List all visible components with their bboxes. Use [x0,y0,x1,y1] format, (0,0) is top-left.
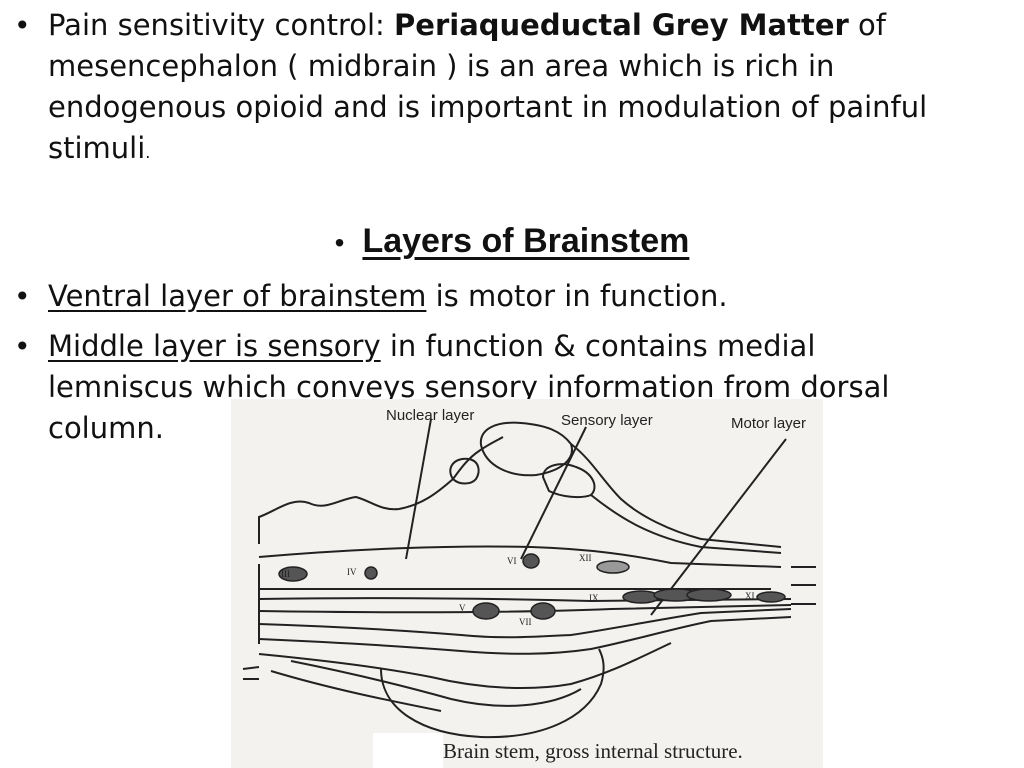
brainstem-diagram: III IV VI XII V VII IX XI Nuclear layer … [231,399,823,768]
nucleus [596,560,630,574]
figure-caption: Brain stem, gross internal structure. [443,739,743,763]
text: column. [48,411,164,445]
dorsal-outline [590,494,782,554]
label-sensory-layer: Sensory layer [561,412,653,429]
pointer-line [650,438,787,616]
paragraph-middle-layer: Middle layer is sensory in function & co… [48,326,889,449]
label-nuclear-layer: Nuclear layer [386,407,475,424]
nucleus [364,566,378,580]
pointer-line [405,418,432,560]
bullet-dot: • [14,280,31,313]
underlined-term: Middle layer is sensory [48,329,381,363]
paragraph-pain-sensitivity: Pain sensitivity control: Periaqueductal… [48,5,927,173]
heading-text: Layers of Brainstem [362,222,690,260]
nucleus [622,590,660,604]
pons-bulge [380,648,605,739]
bullet-dot: • [14,9,31,42]
ventral-layer [270,670,442,712]
ventral-layer [258,642,672,689]
bullet-dot: • [14,330,31,363]
bold-term: Periaqueductal Grey Matter [394,8,849,42]
nucleus [686,588,732,602]
nerve-label: IV [347,567,357,577]
nerve-label: III [281,569,290,579]
pointer-line [520,426,587,560]
layer-line [258,604,792,614]
nucleus [522,553,540,569]
nucleus [530,602,556,620]
colliculus [479,421,573,477]
dorsal-outline [570,443,782,548]
text: Pain sensitivity control: [48,8,395,42]
text: of [848,8,886,42]
text: lemniscus which conveys sensory informat… [48,370,890,404]
dorsal-outline [258,436,504,544]
nucleus [278,566,308,582]
nerve-label: XI [745,591,755,601]
text: . [145,143,151,162]
arrow-line [242,666,260,680]
text: is motor in function. [426,279,728,313]
text: in function & contains medial [380,329,816,363]
layer-line [258,545,782,568]
section-heading: • Layers of Brainstem [0,222,1024,261]
ventral-layer [258,608,792,639]
paragraph-ventral-layer: Ventral layer of brainstem is motor in f… [48,276,728,317]
nucleus [756,591,786,603]
caption-mask [373,733,443,768]
text: endogenous opioid and is important in mo… [48,90,928,124]
colliculus [449,457,480,485]
nerve-label: XII [579,553,592,563]
ventral-layer [258,616,792,655]
nucleus [472,602,500,620]
underlined-term: Ventral layer of brainstem [48,279,427,313]
ventral-layer [290,660,582,707]
label-motor-layer: Motor layer [731,415,807,432]
nerve-label: IX [589,593,599,603]
arrow-line [791,566,816,605]
bullet-dot: • [334,227,345,258]
text: mesencephalon ( midbrain ) is an area wh… [48,49,835,83]
nerve-label: VII [519,617,532,627]
colliculus [541,463,596,499]
nerve-label: VI [507,556,517,566]
layer-line [258,597,792,603]
text: stimuli [48,131,146,165]
brainstem-drawing: III IV VI XII V VII IX XI [242,418,816,739]
nerve-label: V [459,603,466,613]
